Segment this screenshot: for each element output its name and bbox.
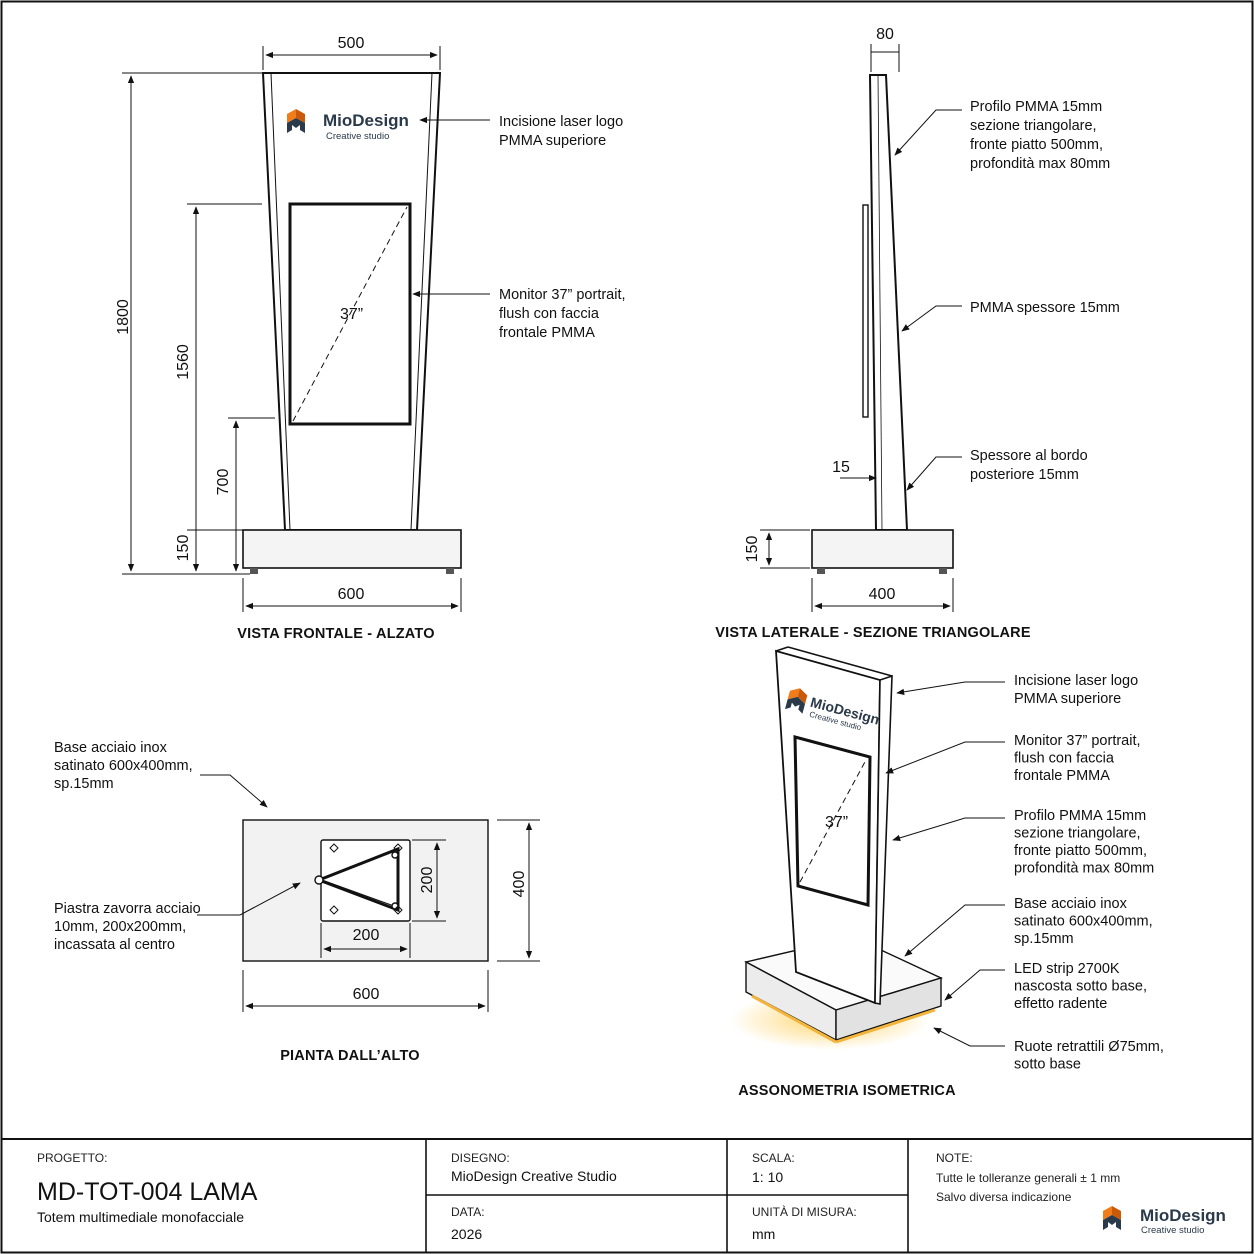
iso-view-title: ASSONOMETRIA ISOMETRICA bbox=[738, 1083, 956, 1099]
tb-logo: MioDesign Creative studio bbox=[1103, 1206, 1226, 1236]
front-screen-label: 37” bbox=[340, 306, 363, 323]
side-dim-base-depth: 400 bbox=[869, 586, 896, 603]
tb-project-code: MD-TOT-004 LAMA bbox=[37, 1178, 258, 1206]
front-logo: MioDesign Creative studio bbox=[287, 109, 409, 142]
iso-monitor bbox=[793, 735, 872, 907]
tb-project-desc: Totem multimediale monofacciale bbox=[37, 1209, 244, 1225]
front-dim-top-width: 500 bbox=[338, 35, 365, 52]
plan-dim-base-depth: 400 bbox=[511, 871, 528, 898]
tb-drawing-value: MioDesign Creative Studio bbox=[451, 1168, 617, 1184]
tb-notes-label: NOTE: bbox=[936, 1151, 973, 1165]
front-monitor bbox=[288, 202, 412, 426]
front-dim-monitor-top: 1560 bbox=[175, 344, 192, 380]
tb-scale-label: SCALA: bbox=[752, 1151, 795, 1165]
tb-unit-label: UNITÀ DI MISURA: bbox=[752, 1204, 857, 1219]
side-dim-edge: 15 bbox=[832, 459, 850, 476]
side-callout-thickness: PMMA spessore 15mm bbox=[970, 300, 1120, 316]
tb-logo-name: MioDesign bbox=[1140, 1206, 1226, 1225]
side-view-title: VISTA LATERALE - SEZIONE TRIANGOLARE bbox=[715, 625, 1031, 641]
side-dimensions bbox=[760, 44, 962, 612]
tb-note-1: Tutte le tolleranze generali ± 1 mm bbox=[936, 1171, 1120, 1185]
side-dim-base-height: 150 bbox=[744, 536, 761, 563]
plan-view bbox=[242, 819, 489, 962]
plan-dim-base-width: 600 bbox=[353, 986, 380, 1003]
side-base bbox=[811, 529, 954, 569]
iso-base-right bbox=[835, 977, 942, 1041]
front-dim-monitor-bottom: 700 bbox=[215, 469, 232, 496]
front-dim-total-height: 1800 bbox=[115, 299, 132, 335]
tb-date-value: 2026 bbox=[451, 1226, 482, 1242]
tb-drawing-label: DISEGNO: bbox=[451, 1151, 510, 1165]
front-dim-base-width: 600 bbox=[338, 586, 365, 603]
iso-view bbox=[730, 646, 943, 1050]
side-totem-profile bbox=[868, 74, 909, 531]
title-block bbox=[2, 1138, 1252, 1252]
side-monitor-edge bbox=[862, 204, 869, 418]
tb-project-label: PROGETTO: bbox=[37, 1151, 107, 1165]
front-logo-tagline: Creative studio bbox=[326, 131, 389, 142]
plan-dimensions bbox=[197, 774, 540, 1012]
tb-logo-tagline: Creative studio bbox=[1141, 1225, 1204, 1236]
iso-leader-lines bbox=[885, 681, 1005, 1047]
front-dimensions bbox=[122, 46, 490, 612]
md-logo-icon bbox=[1103, 1206, 1121, 1230]
front-view bbox=[242, 72, 462, 574]
front-logo-name: MioDesign bbox=[323, 111, 409, 130]
side-dim-depth: 80 bbox=[876, 26, 894, 43]
front-view-title: VISTA FRONTALE - ALZATO bbox=[237, 626, 434, 642]
plan-view-title: PIANTA DALL’ALTO bbox=[280, 1048, 420, 1064]
plan-dim-plate-width: 200 bbox=[353, 927, 380, 944]
front-dim-base-height: 150 bbox=[175, 535, 192, 562]
tb-unit-value: mm bbox=[752, 1226, 775, 1242]
iso-screen-label: 37” bbox=[825, 814, 848, 831]
front-base bbox=[242, 529, 462, 569]
side-view bbox=[811, 74, 954, 574]
iso-callout-wheels: Ruote retrattili Ø75mm,sotto base bbox=[1014, 1039, 1164, 1073]
plan-triangle-section bbox=[314, 846, 400, 913]
tb-note-2: Salvo diversa indicazione bbox=[936, 1190, 1072, 1204]
plan-dim-plate-height: 200 bbox=[419, 867, 436, 894]
tb-date-label: DATA: bbox=[451, 1205, 485, 1219]
tb-scale-value: 1: 10 bbox=[752, 1169, 783, 1185]
iso-totem-side bbox=[874, 674, 893, 1005]
